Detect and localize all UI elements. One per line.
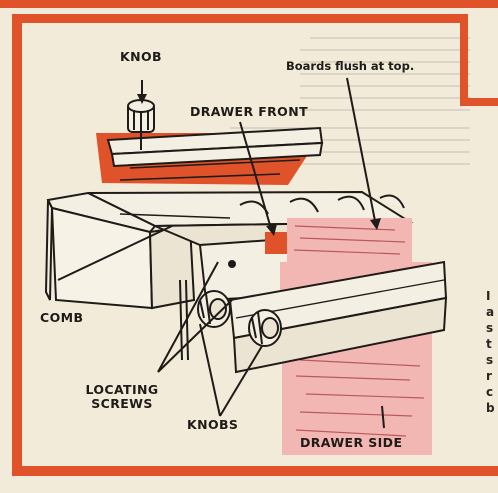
knob-top-icon: [127, 99, 155, 150]
label-knobs: KNOBS: [187, 417, 239, 432]
label-locating-screws-line2: SCREWS: [91, 396, 153, 412]
label-drawer-front: DRAWER FRONT: [190, 104, 308, 119]
edge-letter: s: [486, 353, 494, 367]
wood-grain: [293, 225, 425, 437]
knob-left-icon: [197, 290, 231, 328]
edge-letter: t: [486, 337, 492, 351]
edge-letter: r: [486, 369, 492, 383]
orange-frame: [0, 0, 498, 476]
edge-letter: I: [486, 289, 491, 303]
comb-slots: [239, 194, 405, 215]
label-comb: COMB: [40, 310, 84, 325]
label-knob: KNOB: [120, 49, 162, 64]
label-locating-screws: LOCATING SCREWS: [74, 382, 170, 412]
edge-letter: a: [486, 305, 495, 319]
edge-letter: s: [486, 321, 494, 335]
edge-letter: b: [486, 401, 495, 415]
drawer-front: [265, 232, 287, 254]
label-drawer-side: DRAWER SIDE: [300, 435, 403, 450]
knob-right-icon: [248, 309, 282, 347]
arrowheads: [137, 94, 381, 236]
edge-letter: c: [486, 385, 494, 399]
clipped-edge-text: I a s t s r c b: [486, 288, 498, 416]
label-locating-screws-line1: LOCATING: [85, 382, 159, 397]
top-jig-bar: [96, 126, 324, 185]
label-boards-flush: Boards flush at top.: [286, 59, 415, 73]
